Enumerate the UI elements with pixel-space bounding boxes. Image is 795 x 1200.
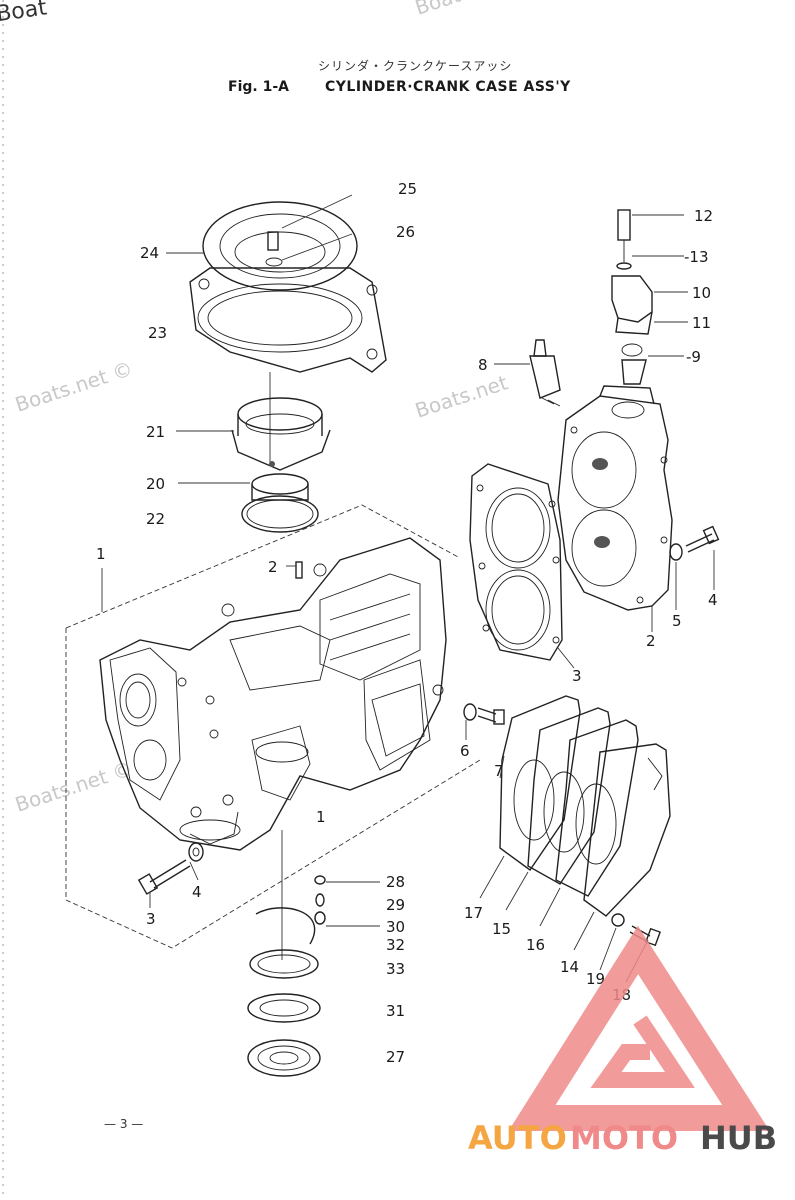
callout-7: 7 [494,762,504,780]
callout-2-right: 2 [646,632,656,650]
callout-30: 30 [386,918,405,936]
callout-1-upper: 1 [96,545,106,563]
exhaust-cover-plates [499,695,671,917]
automotohub-logo: AUTO MOTO HUB [468,925,777,1157]
callout-20: 20 [146,475,165,493]
cylinder-head [557,385,673,611]
callout-4-right: 4 [708,591,718,609]
figure-title: CYLINDER·CRANK CASE ASS'Y [325,79,571,95]
callout-10: 10 [692,284,711,302]
logo-word-auto: AUTO [468,1119,567,1157]
crankcase-block [99,537,447,851]
callout-33: 33 [386,960,405,978]
callout-labels: 25 26 24 23 21 20 22 1 2 12 -13 10 11 8 … [96,180,718,1066]
dowel-pin-2 [286,561,303,579]
callout-13: -13 [684,248,709,266]
callout-9: -9 [686,348,701,366]
watermark-2: Boats.net [412,370,511,422]
logo-word-moto: MOTO [570,1119,678,1157]
callout-23: 23 [148,324,167,342]
bolt-3-lower [137,842,204,895]
japanese-title: シリンダ・クランクケースアッシ [318,58,512,73]
callout-1-lower: 1 [316,808,326,826]
watermark-1: Boats.net © [12,356,135,417]
callout-8: 8 [478,356,488,374]
page-number: — 3 — [104,1117,143,1131]
crankcase-dashed-outline [65,504,481,949]
lower-bearing-stack [247,875,326,1077]
oil-seal-housing [231,397,331,471]
callout-19: 19 [586,970,605,988]
bracket-gasket [189,267,387,373]
callout-28: 28 [386,873,405,891]
callout-12: 12 [694,207,713,225]
callout-16: 16 [526,936,545,954]
callout-5: 5 [672,612,682,630]
figure-number: Fig. 1-A [228,79,289,95]
callout-25: 25 [398,180,417,198]
corner-watermark: Boat [0,0,49,27]
spark-plug-8 [529,339,561,407]
callout-11: 11 [692,314,711,332]
watermark-3: Boats.net © [12,756,135,817]
head-gasket [469,463,563,661]
callout-27: 27 [386,1048,405,1066]
oil-seal-and-o-ring [241,473,319,533]
thermostat-cover [611,209,653,385]
callout-29: 29 [386,896,405,914]
callout-2-upper: 2 [268,558,278,576]
callout-17: 17 [464,904,483,922]
callout-26: 26 [396,223,415,241]
callout-3-right: 3 [572,667,582,685]
logo-triangle-outer [508,925,770,1131]
callout-31: 31 [386,1002,405,1020]
bolt-4-upper [669,525,720,561]
callout-21: 21 [146,423,165,441]
logo-triangle-inner [590,1015,695,1088]
callout-22: 22 [146,510,165,528]
callout-14: 14 [560,958,579,976]
callout-3-lower: 3 [146,910,156,928]
callout-32: 32 [386,936,405,954]
callout-24: 24 [140,244,159,262]
callout-4-lower: 4 [192,883,202,901]
watermark-4: Boats.net [412,0,511,20]
callout-6: 6 [460,742,470,760]
callout-15: 15 [492,920,511,938]
bolt-6 [463,703,505,725]
logo-word-hub: HUB [700,1119,777,1157]
top-cover-plate [202,201,358,291]
